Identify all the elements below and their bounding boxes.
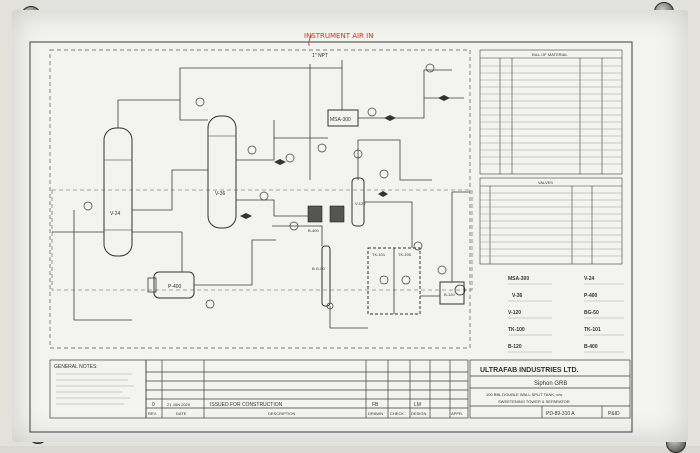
revision-block <box>145 359 469 419</box>
heater-b400: B-400 <box>307 205 345 233</box>
svg-text:B.G-50: B.G-50 <box>312 266 325 271</box>
svg-text:V-120: V-120 <box>508 310 521 316</box>
vessel-v36: V-36 <box>207 115 237 229</box>
instrument-bubbles <box>83 63 447 310</box>
process-piping <box>52 60 470 329</box>
hdr-date: DATE <box>176 411 187 416</box>
svg-text:V-36: V-36 <box>215 191 226 197</box>
general-notes: GENERAL NOTES: <box>49 359 147 419</box>
rev-description: ISSUED FOR CONSTRUCTION <box>210 402 283 408</box>
pid-drawing-sheet: INSTRUMENT AIR IN 1" NPT V-24 V-36 P-400 <box>12 10 688 442</box>
valve-symbols <box>240 95 450 219</box>
pid-diagram: INSTRUMENT AIR IN 1" NPT V-24 V-36 P-400 <box>29 32 633 433</box>
svg-text:P-400: P-400 <box>168 284 182 290</box>
skid-boundary <box>51 189 473 291</box>
rev-number: 0 <box>152 402 155 408</box>
svg-text:B-400: B-400 <box>308 228 319 233</box>
svg-text:V-24: V-24 <box>584 276 595 282</box>
svg-text:BG-50: BG-50 <box>584 310 599 316</box>
bom-rows <box>480 65 622 165</box>
svg-text:V-120: V-120 <box>355 201 366 206</box>
pump-p400: P-400 <box>147 271 195 299</box>
svg-text:TK-101: TK-101 <box>584 327 601 333</box>
equipment-legend: MSA-300 V-24 V-36 P-400 V-120 BG-50 TK-1… <box>508 276 601 350</box>
drawing-number: PD-89-310 A <box>546 411 575 417</box>
hdr-appr: APPR. <box>451 411 463 416</box>
svg-text:B-400: B-400 <box>584 344 598 350</box>
rev-drawn-initials: FB <box>372 402 379 408</box>
rev-design-initials: LM <box>414 402 421 408</box>
company-name: ULTRAFAB INDUSTRIES LTD. <box>480 367 579 374</box>
annotation-instrument-air: INSTRUMENT AIR IN <box>304 32 373 40</box>
burner-b120: B-120 <box>439 281 466 305</box>
svg-text:GENERAL NOTES:: GENERAL NOTES: <box>54 364 98 370</box>
drawing-border <box>29 41 633 433</box>
svg-text:TK-101: TK-101 <box>372 252 386 257</box>
svg-text:B-120: B-120 <box>444 292 455 297</box>
rev-date: 21 JAN 2020 <box>167 402 191 407</box>
annotation-npt: 1" NPT <box>312 53 328 59</box>
hdr-rev: REV. <box>148 411 157 416</box>
svg-text:V-24: V-24 <box>110 211 121 217</box>
bom-title: BILL OF MATERIAL <box>532 52 568 57</box>
valves-title: VALVES <box>538 180 553 185</box>
valves-rows <box>480 192 622 257</box>
drawing-title-line1: 100 BBL DOUBLE WALL SPLIT TANK, c/w <box>486 392 562 397</box>
hdr-check: CHECK <box>390 411 404 416</box>
vessel-v24: V-24 <box>103 127 133 257</box>
svg-text:P-400: P-400 <box>584 293 598 299</box>
svg-text:TK-100: TK-100 <box>508 327 525 333</box>
annotation-arrow <box>308 34 313 47</box>
vessel-msa300: MSA-300 <box>327 109 359 127</box>
bill-of-material-table <box>479 49 623 175</box>
svg-text:B-120: B-120 <box>508 344 522 350</box>
tank-tk100-tk101: TK-101 TK-100 <box>367 247 421 315</box>
process-boundary <box>49 49 471 349</box>
vessel-bg50: B.G-50 <box>312 245 331 307</box>
drawing-type: P&ID <box>608 411 620 417</box>
hdr-design: DESIGN <box>411 411 426 416</box>
hdr-description: DESCRIPTION <box>268 411 295 416</box>
svg-text:V-36: V-36 <box>512 293 523 299</box>
svg-text:MSA-300: MSA-300 <box>330 117 351 123</box>
svg-text:TK-100: TK-100 <box>398 252 412 257</box>
equipment-legend-notes <box>508 283 624 353</box>
hdr-drawn: DRAWN <box>368 411 383 416</box>
title-block <box>469 359 631 419</box>
drawing-title-line2: SWEETENING TOWER & SEPARATOR <box>498 399 570 404</box>
client-name: Siphon GRB <box>534 381 567 387</box>
svg-text:MSA-300: MSA-300 <box>508 276 529 282</box>
